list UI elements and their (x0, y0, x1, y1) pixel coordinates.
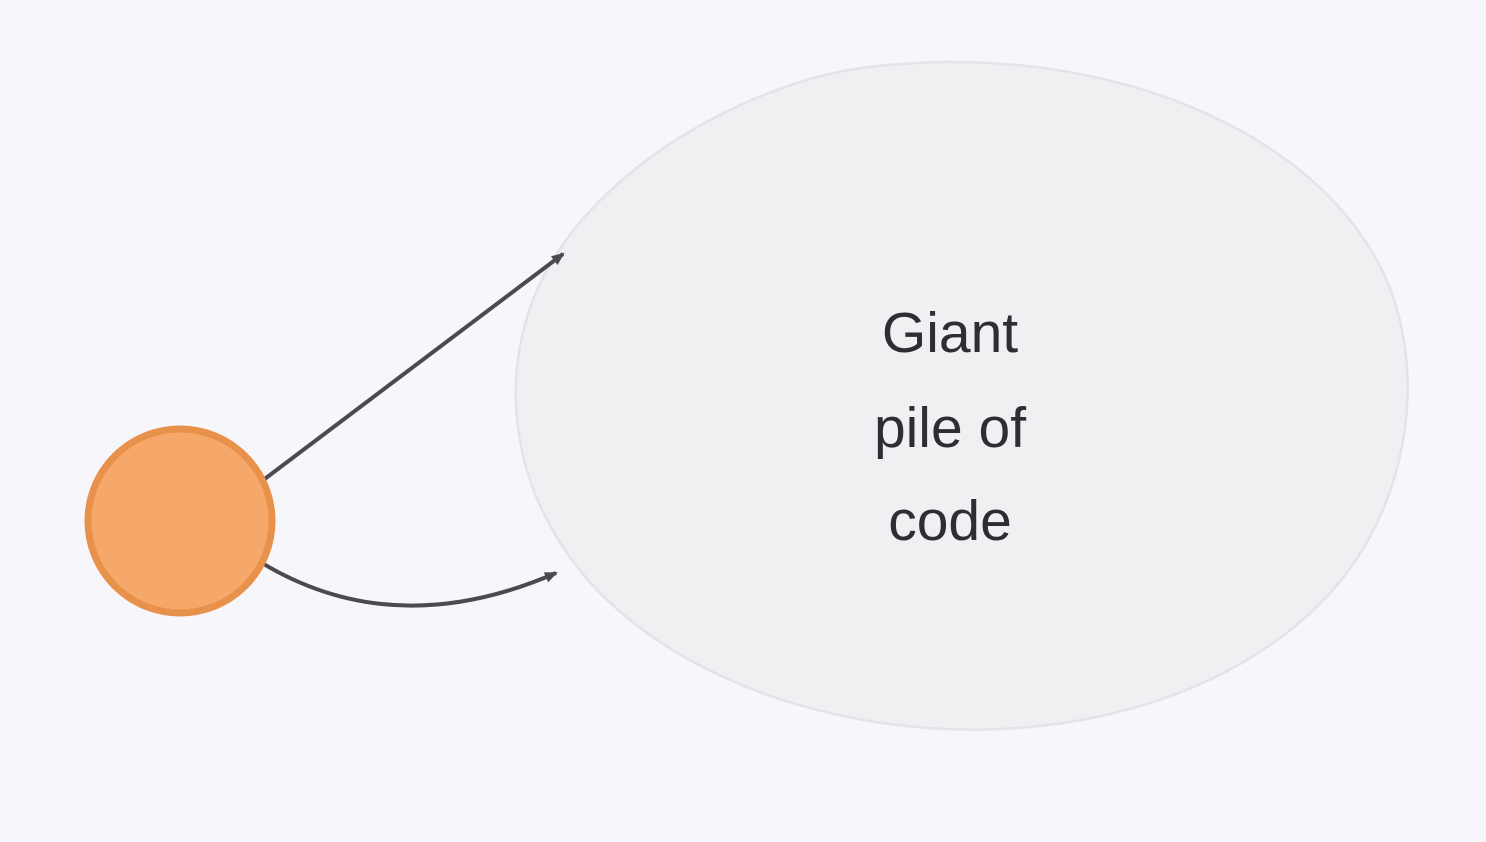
blob-label-line-3: code (888, 489, 1012, 553)
orange-circle-node (84, 425, 276, 617)
blob-label-line-2: pile of (874, 396, 1026, 460)
code-pile-blob (514, 60, 1409, 731)
arrow-straight (260, 252, 565, 483)
arrow-curved (252, 556, 558, 608)
blob-label-line-1: Giant (882, 301, 1018, 365)
